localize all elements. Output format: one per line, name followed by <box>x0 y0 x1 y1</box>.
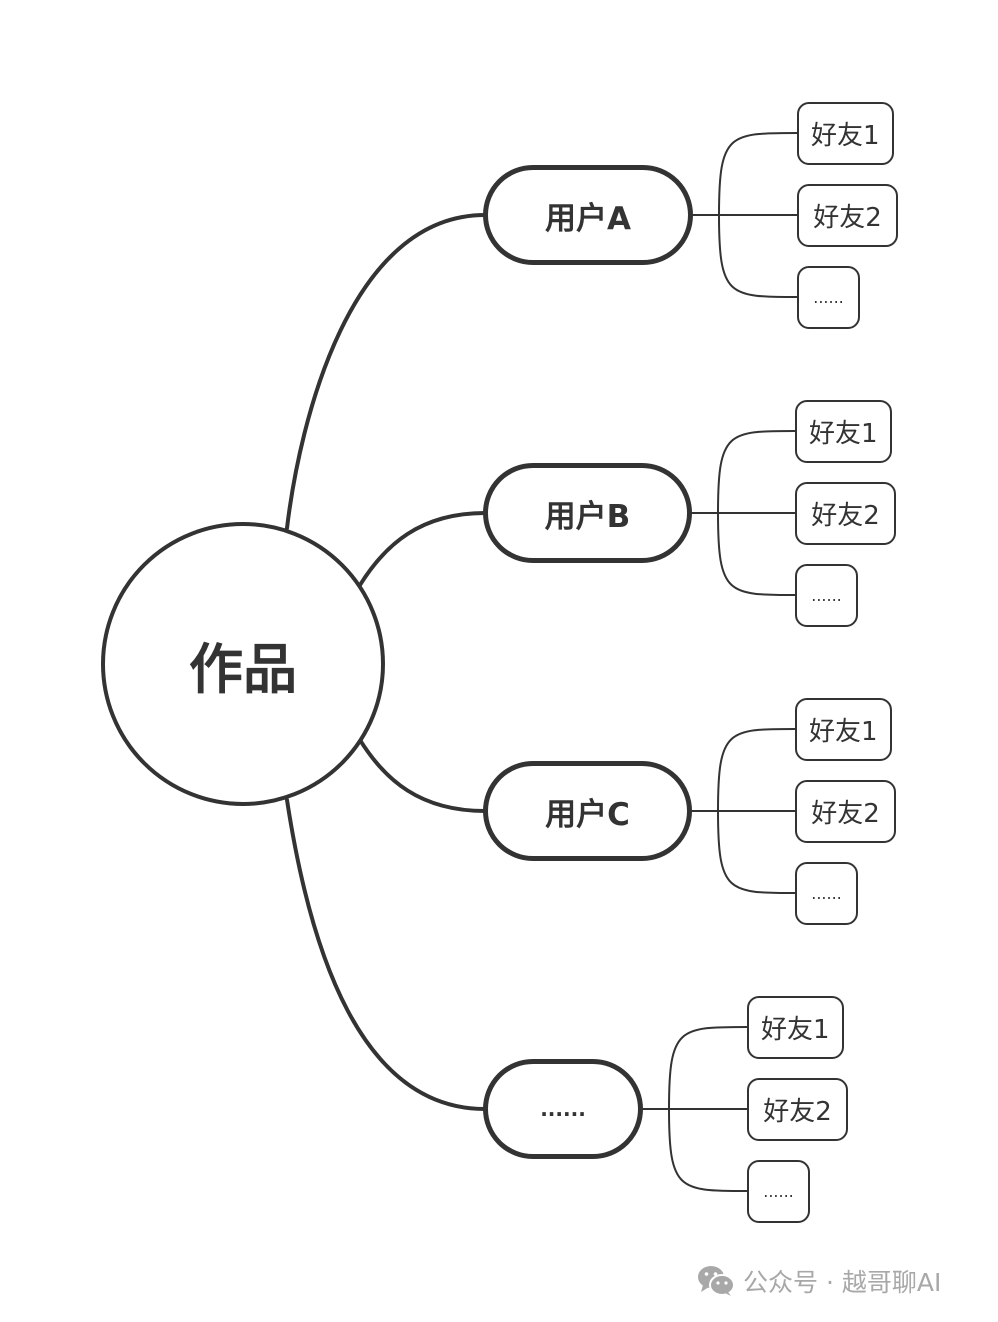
friend-label: 好友2 <box>813 203 882 233</box>
user-to-friend-connector <box>668 1108 748 1192</box>
user-to-friend-connector <box>718 132 798 216</box>
wechat-icon <box>698 1266 735 1296</box>
user-node[interactable]: 用户C <box>483 761 692 861</box>
root-label: 作品 <box>189 637 297 701</box>
user-to-friend-connector <box>718 214 798 298</box>
friend-node[interactable]: 好友1 <box>795 400 892 463</box>
friend-label: 好友1 <box>809 419 878 449</box>
friend-label: ...... <box>811 586 842 605</box>
friend-label: ...... <box>763 1182 794 1201</box>
watermark: 公众号 · 越哥聊AI <box>697 1263 941 1299</box>
friend-label: ...... <box>811 884 842 903</box>
friend-node[interactable]: ...... <box>797 266 860 329</box>
user-to-friend-connector <box>717 512 796 596</box>
root-to-user-connector <box>285 798 487 1111</box>
user-node[interactable]: ...... <box>483 1059 643 1159</box>
user-node[interactable]: 用户B <box>483 463 692 563</box>
friend-label: 好友1 <box>761 1015 830 1045</box>
root-to-user-connector <box>285 213 487 530</box>
root-to-user-connector <box>358 738 487 813</box>
friend-node[interactable]: 好友2 <box>747 1078 848 1141</box>
user-label: 用户A <box>545 200 631 237</box>
friend-node[interactable]: ...... <box>747 1160 810 1223</box>
user-to-friend-connector <box>717 810 796 894</box>
friend-node[interactable]: 好友2 <box>797 184 898 247</box>
friend-label: 好友2 <box>811 501 880 531</box>
user-to-friend-connector <box>717 728 796 812</box>
friend-label: 好友1 <box>811 121 880 151</box>
friend-node[interactable]: 好友1 <box>797 102 894 165</box>
friend-label: 好友1 <box>809 717 878 747</box>
friend-label: ...... <box>813 288 844 307</box>
user-label: 用户C <box>545 796 630 833</box>
user-to-friend-connector <box>668 1026 748 1110</box>
friend-node[interactable]: 好友2 <box>795 482 896 545</box>
friend-node[interactable]: 好友1 <box>747 996 844 1059</box>
friend-node[interactable]: ...... <box>795 564 858 627</box>
friend-label: 好友2 <box>763 1097 832 1127</box>
user-to-friend-connector <box>717 430 796 514</box>
friend-node[interactable]: 好友1 <box>795 698 892 761</box>
root-to-user-connector <box>358 511 487 587</box>
friend-node[interactable]: 好友2 <box>795 780 896 843</box>
friend-label: 好友2 <box>811 799 880 829</box>
user-label: 用户B <box>544 498 631 535</box>
user-label: ...... <box>540 1097 586 1121</box>
watermark-text: 公众号 · 越哥聊AI <box>743 1268 942 1297</box>
friend-node[interactable]: ...... <box>795 862 858 925</box>
root-node[interactable]: 作品 <box>101 522 385 806</box>
user-node[interactable]: 用户A <box>483 165 693 265</box>
